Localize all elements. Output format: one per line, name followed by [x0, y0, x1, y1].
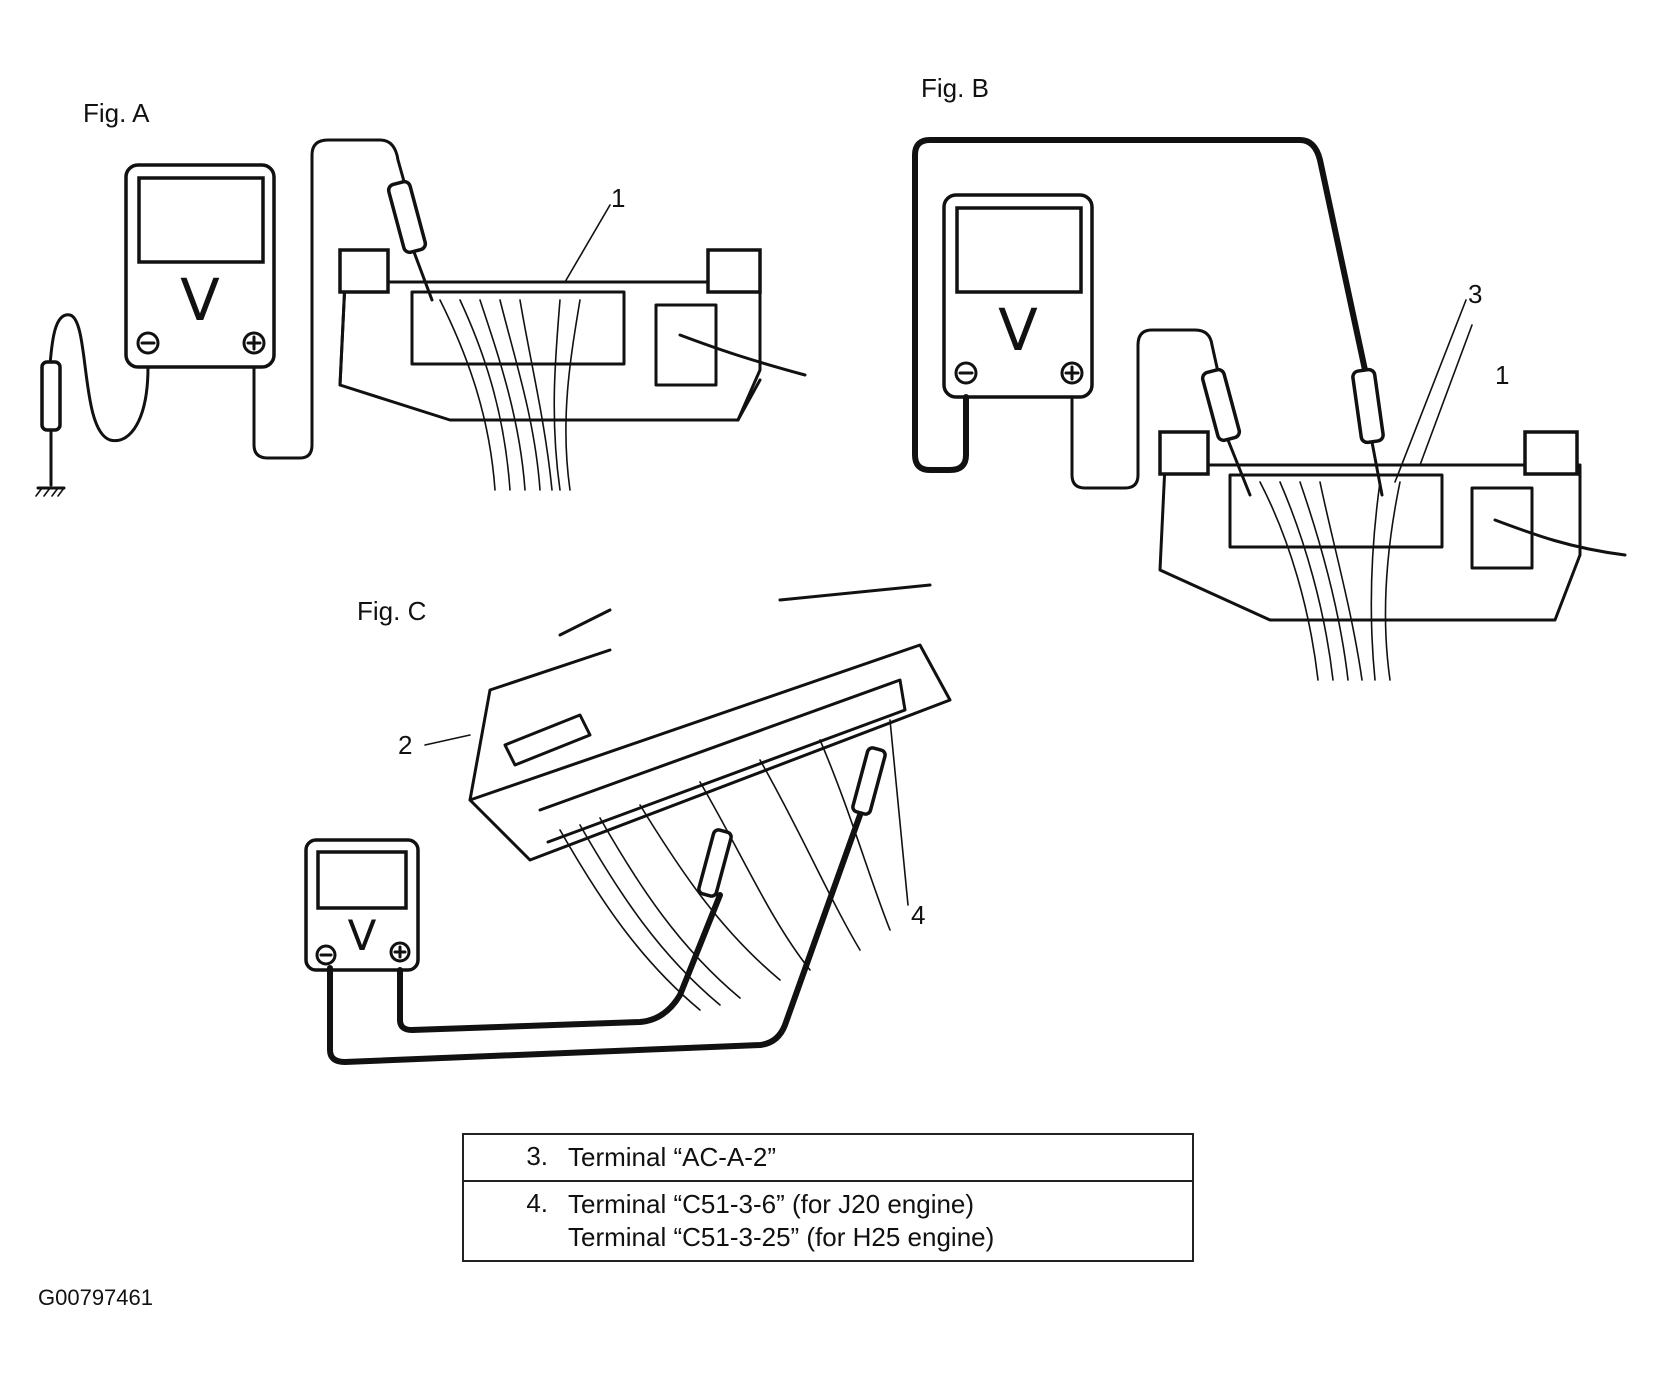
legend-table: 3. Terminal “AC-A-2” 4. Terminal “C51-3-…	[462, 1133, 1194, 1262]
plus-circle-icon	[242, 331, 266, 355]
fig-b-negative-lead	[912, 137, 1368, 473]
fig-a-drawing: V	[35, 138, 807, 497]
fig-b-control-unit	[1158, 463, 1582, 622]
legend-text: Terminal “C51-3-6” (for J20 engine)	[568, 1189, 975, 1219]
fig-b-drawing: V	[912, 137, 1627, 681]
callout-1-fig-b: 1	[1495, 360, 1510, 390]
fig-c-meter-display	[316, 850, 408, 910]
fig-a-probe	[40, 360, 62, 432]
fig-c-negative-lead	[327, 812, 863, 1065]
plus-circle-icon	[1060, 361, 1084, 385]
fig-b-probe	[1351, 367, 1385, 445]
ground-icon	[35, 486, 66, 497]
fig-a-positive-lead	[252, 138, 407, 460]
fig-c-label: Fig. C	[357, 596, 427, 626]
fig-b-meter-symbol: V	[998, 296, 1038, 364]
fig-c-meter-symbol: V	[348, 911, 377, 960]
legend-number: 3.	[526, 1141, 548, 1171]
fig-c-positive-lead	[397, 892, 723, 1033]
minus-circle-icon	[136, 331, 160, 355]
fig-a-control-unit	[338, 280, 762, 422]
fig-a-bracket	[338, 248, 390, 294]
fig-a-probe-pos	[386, 179, 428, 255]
fig-b-probe-pos	[1200, 367, 1242, 443]
fig-b-connector-small	[1470, 486, 1534, 570]
fig-a-bracket	[706, 248, 762, 294]
legend-row: 3. Terminal “AC-A-2”	[464, 1135, 1192, 1180]
fig-a-connector	[410, 290, 626, 366]
fig-b-connector	[1228, 473, 1444, 549]
minus-circle-icon	[954, 361, 978, 385]
callout-2-fig-c: 2	[398, 730, 413, 760]
fig-c-control-unit	[468, 643, 952, 862]
callout-3-fig-b: 3	[1468, 279, 1483, 309]
fig-b-label: Fig. B	[921, 73, 989, 103]
fig-b-positive-lead	[1070, 328, 1220, 490]
fig-a-meter-symbol: V	[180, 266, 220, 334]
legend-text: Terminal “AC-A-2”	[568, 1142, 777, 1172]
image-id: G00797461	[38, 1285, 153, 1310]
fig-a-connector-small	[654, 303, 718, 387]
legend-text: Terminal “C51-3-25” (for H25 engine)	[568, 1222, 995, 1252]
fig-c-probe	[851, 746, 887, 816]
fig-b-bracket	[1523, 430, 1579, 476]
callout-4-fig-c: 4	[911, 900, 926, 930]
fig-a-negative-lead	[48, 313, 150, 443]
minus-circle-icon	[315, 944, 337, 966]
fig-a-label: Fig. A	[83, 98, 150, 128]
fig-b-bracket	[1158, 430, 1210, 476]
fig-b-meter-display	[955, 206, 1083, 294]
plus-circle-icon	[389, 941, 411, 963]
fig-a-meter-display	[137, 176, 265, 264]
legend-row: 4. Terminal “C51-3-6” (for J20 engine) T…	[464, 1180, 1192, 1260]
fig-c-drawing: V	[304, 583, 952, 1065]
callout-1-fig-a: 1	[611, 183, 626, 213]
legend-number: 4.	[526, 1188, 548, 1218]
fig-c-probe	[697, 828, 733, 898]
